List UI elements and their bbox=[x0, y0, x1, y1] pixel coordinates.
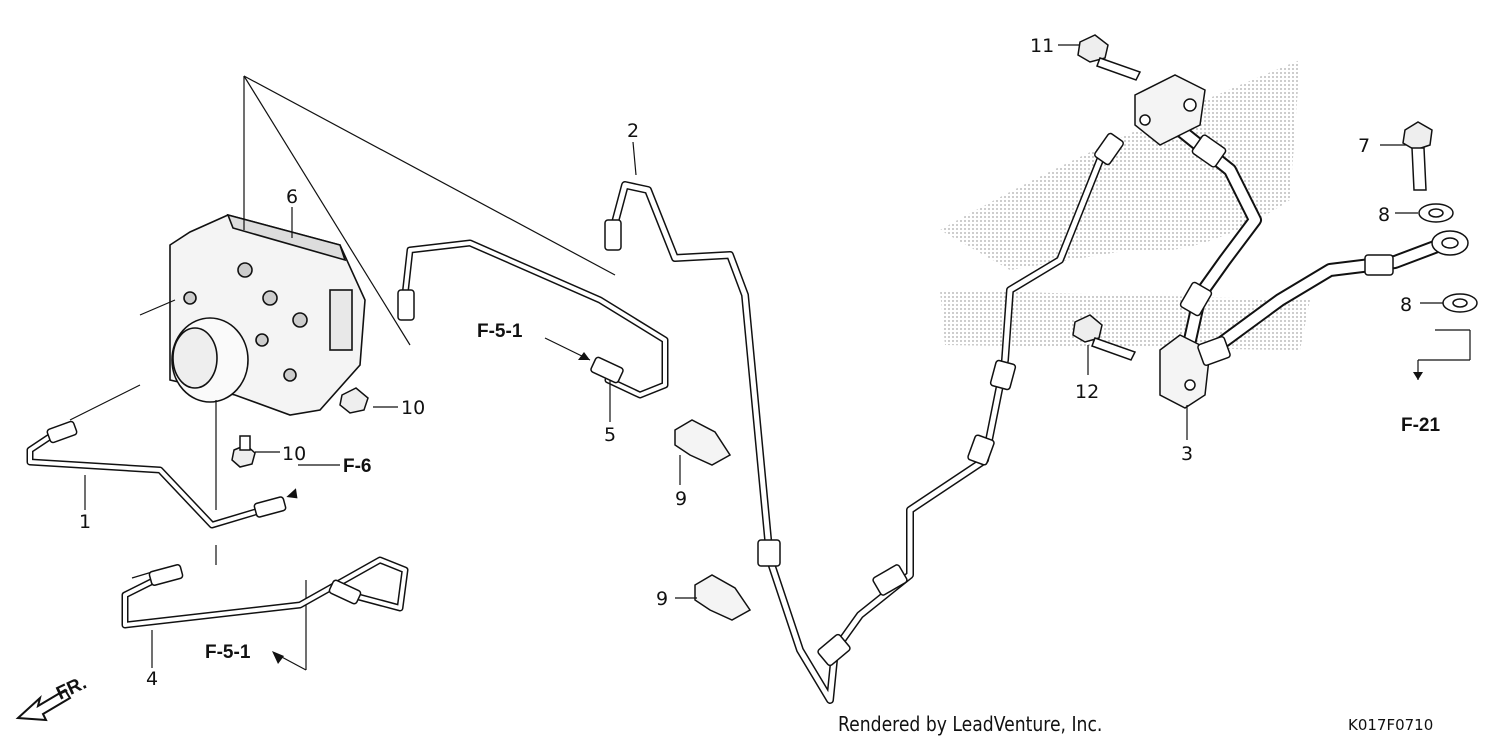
ref-f-5-1-bottom: F-5-1 bbox=[205, 642, 251, 663]
callout-1: 1 bbox=[79, 511, 91, 533]
callout-2: 2 bbox=[627, 120, 639, 142]
fittings bbox=[46, 34, 1478, 667]
ref-f-6: F-6 bbox=[343, 456, 372, 477]
callout-10-top: 10 bbox=[401, 397, 425, 419]
callout-3: 3 bbox=[1181, 443, 1193, 465]
ref-f-21: F-21 bbox=[1401, 415, 1441, 436]
callout-9-bottom: 9 bbox=[656, 588, 668, 610]
callout-5: 5 bbox=[604, 424, 616, 446]
callout-6: 6 bbox=[286, 186, 298, 208]
callout-12: 12 bbox=[1075, 381, 1099, 403]
ref-arrows bbox=[272, 352, 1423, 664]
callout-10-bottom: 10 bbox=[282, 443, 306, 465]
front-direction-arrow: FR. bbox=[15, 673, 90, 722]
leader-lines bbox=[69, 75, 1471, 671]
callout-7: 7 bbox=[1358, 135, 1370, 157]
callout-9-top: 9 bbox=[675, 488, 687, 510]
callout-8-bottom: 8 bbox=[1400, 294, 1412, 316]
watermark-logo bbox=[940, 60, 1310, 350]
footer-credit: Rendered by LeadVenture, Inc. bbox=[838, 712, 1103, 736]
callout-4: 4 bbox=[146, 668, 158, 690]
diagram-code: K017F0710 bbox=[1348, 716, 1434, 734]
ref-f-5-1-top: F-5-1 bbox=[477, 321, 523, 342]
callout-11: 11 bbox=[1030, 35, 1054, 57]
callout-numbers: 1 2 3 4 5 6 7 8 8 9 9 10 10 11 12 bbox=[79, 35, 1412, 690]
callout-8-top: 8 bbox=[1378, 204, 1390, 226]
reference-labels: F-5-1 F-5-1 F-6 F-21 bbox=[205, 321, 1441, 663]
abs-modulator-unit bbox=[169, 213, 366, 416]
